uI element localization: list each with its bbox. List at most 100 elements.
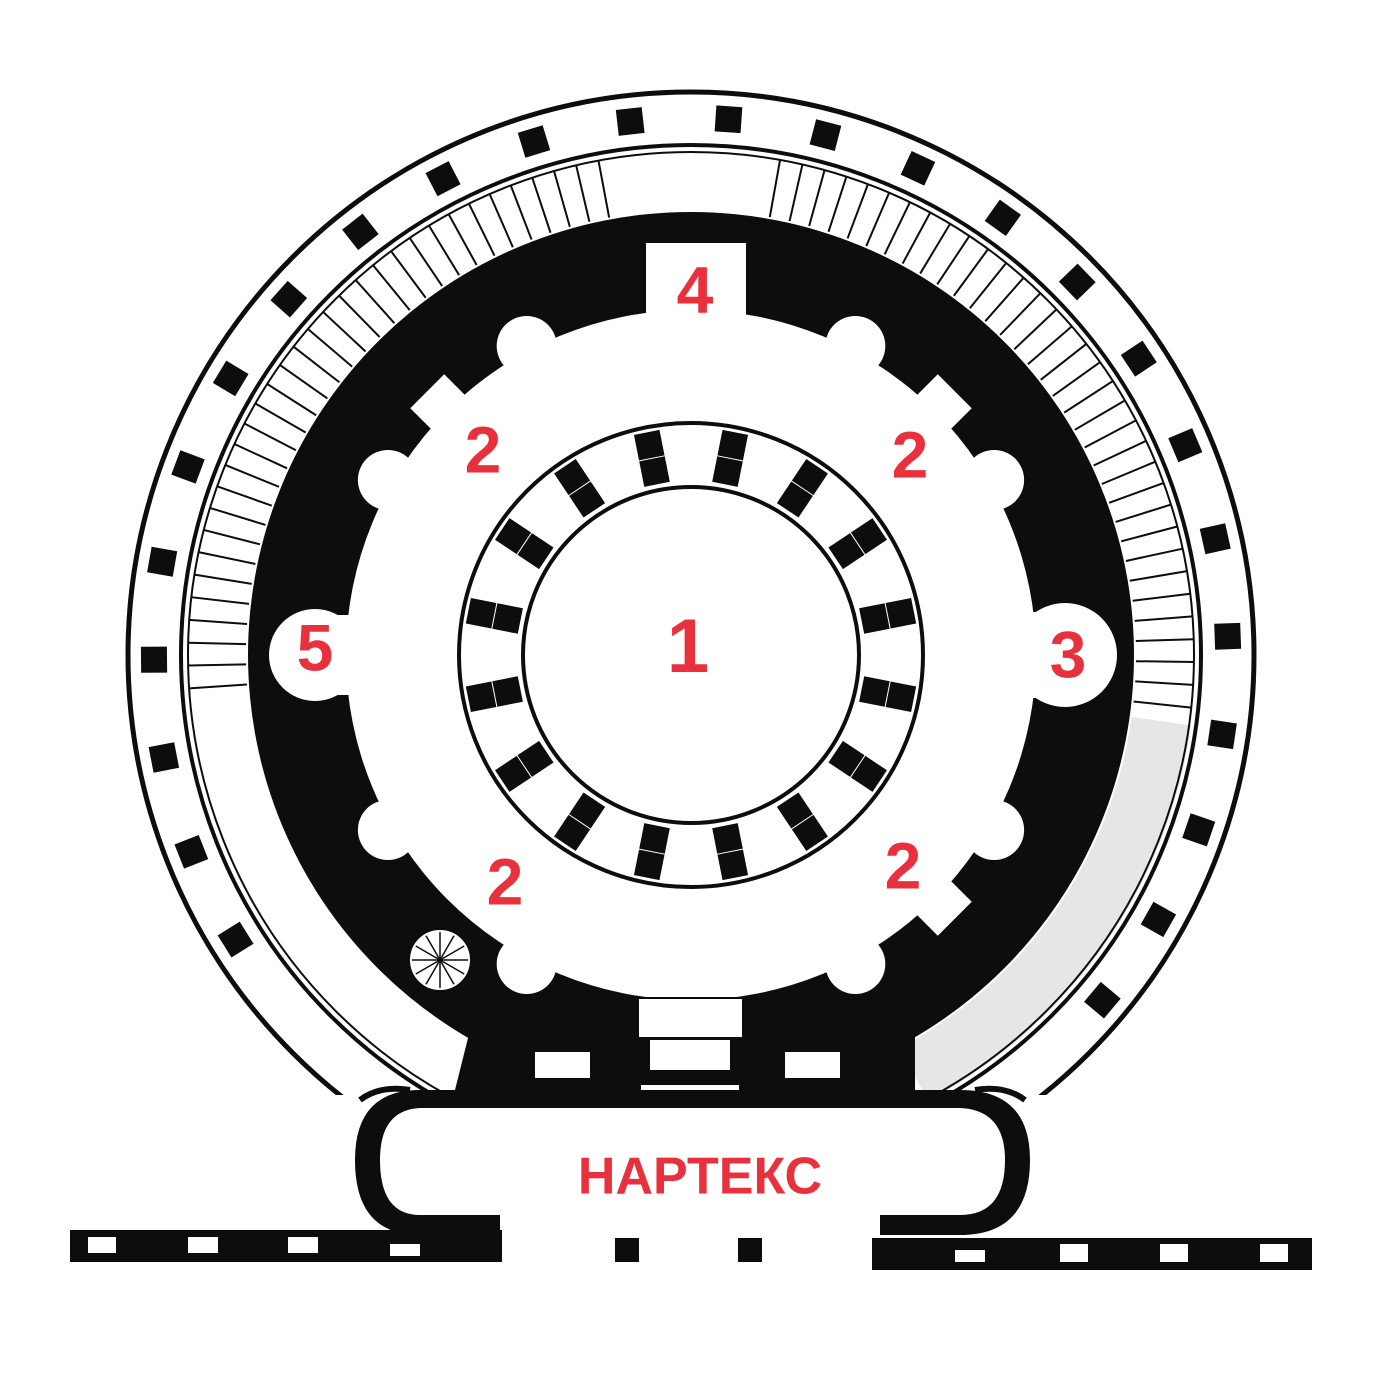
portico-pier	[1058, 263, 1096, 301]
stair-step-line	[1027, 325, 1073, 365]
colonnade-column	[465, 597, 497, 629]
colonnade-column	[492, 603, 523, 634]
stair-step-line	[1135, 660, 1194, 664]
colonnade-column	[791, 459, 828, 496]
portico-pier	[900, 151, 936, 186]
colonnade-column	[569, 792, 606, 829]
stair-step-line	[194, 573, 252, 585]
wall-opening	[912, 374, 972, 434]
wall-niche	[357, 450, 418, 510]
stair-spoke	[439, 935, 455, 961]
stair-spoke	[439, 959, 465, 975]
stair-step-line	[1135, 680, 1194, 686]
stair-step-line	[447, 213, 478, 266]
wall-opening	[912, 876, 972, 936]
stair-step-line	[468, 203, 496, 257]
portico-pier	[1140, 901, 1177, 938]
colonnade-column	[885, 681, 917, 713]
colonnade-column	[639, 823, 670, 854]
stair-step-line	[846, 183, 869, 239]
portico-pier	[1214, 622, 1242, 650]
stair-step-line	[883, 201, 911, 255]
colonnade-column	[633, 429, 665, 461]
stair-step-line	[936, 235, 971, 285]
stair-step-line	[1040, 343, 1087, 381]
colonnade-column	[776, 792, 813, 829]
colonnade-column	[554, 459, 591, 496]
stair-step-line	[198, 551, 256, 565]
stair-step-line	[969, 262, 1007, 309]
stair-step-line	[488, 193, 514, 248]
portico-pier	[174, 834, 209, 869]
portico-pier	[1182, 813, 1216, 847]
stair-step-line	[531, 177, 552, 234]
colonnade-column	[717, 849, 749, 881]
colonnade-column	[492, 676, 523, 707]
wall-niche	[357, 800, 418, 860]
colonnade-column	[633, 849, 665, 881]
portico-pier	[425, 161, 461, 197]
wall-niches	[357, 315, 1025, 995]
colonnade-column	[850, 755, 887, 792]
portico-pier	[1168, 428, 1203, 463]
stair-step-line	[243, 422, 297, 452]
stair-step-line	[999, 292, 1042, 336]
narthex	[355, 1085, 1030, 1235]
stair-spoke	[439, 959, 455, 985]
wall-niche	[964, 450, 1025, 510]
colonnade-column	[712, 823, 743, 854]
stair-step-line	[984, 277, 1025, 322]
stair-spoke	[439, 945, 465, 961]
stair-step-line	[191, 596, 250, 605]
label-ambulatory-sw: 2	[487, 844, 524, 918]
portico-pier	[140, 646, 168, 673]
apse-north	[646, 243, 746, 333]
stair-step-line	[1093, 439, 1147, 467]
stair-step-line	[1074, 399, 1126, 431]
colonnade-column	[517, 533, 554, 570]
stair-step-line	[1115, 503, 1172, 523]
label-apse-west: 5	[297, 610, 334, 684]
entrance-pier	[615, 1238, 639, 1262]
colonnade-column	[717, 429, 749, 461]
colonnade-column	[776, 481, 813, 518]
portico-pier	[809, 119, 842, 151]
stair-step-line	[224, 464, 280, 488]
stair-step-line	[188, 663, 247, 667]
colonnade-column	[828, 740, 865, 777]
stair-step-line	[372, 264, 411, 311]
stair-step-line	[1133, 700, 1192, 709]
stair-step-line	[1125, 547, 1183, 562]
rotunda-core	[521, 485, 861, 825]
stair-step-line	[354, 279, 396, 324]
stair-step-line	[919, 223, 951, 275]
label-apse-north: 4	[677, 252, 714, 326]
stair-step-line	[1129, 570, 1188, 582]
stair-step-line	[209, 506, 266, 526]
stair-spoke	[425, 959, 441, 985]
portico-pier	[212, 360, 249, 397]
colonnade-column	[495, 518, 532, 555]
stair-step-line	[768, 159, 782, 218]
stair-step-line	[322, 311, 367, 353]
label-rotunda: 1	[667, 604, 709, 689]
stair-step-line	[189, 683, 248, 690]
stair-step-line	[788, 164, 804, 222]
stair-step-line	[1063, 380, 1114, 414]
portico-pier	[714, 105, 743, 134]
stair-step-line	[254, 402, 307, 434]
colonnade-column	[517, 740, 554, 777]
colonnade-column	[569, 481, 606, 518]
stair-step-line	[1132, 592, 1191, 602]
wall-niche	[825, 934, 886, 995]
entrance-block	[455, 997, 915, 1093]
stair-step-line	[292, 345, 340, 384]
stair-spoke	[415, 945, 441, 961]
label-ambulatory-se: 2	[885, 828, 922, 902]
entrance-pier	[738, 1238, 762, 1262]
colonnade-column	[712, 456, 743, 487]
stair-step-line	[1101, 460, 1156, 485]
portico-pier	[148, 742, 180, 773]
stair-step-line	[203, 528, 261, 546]
